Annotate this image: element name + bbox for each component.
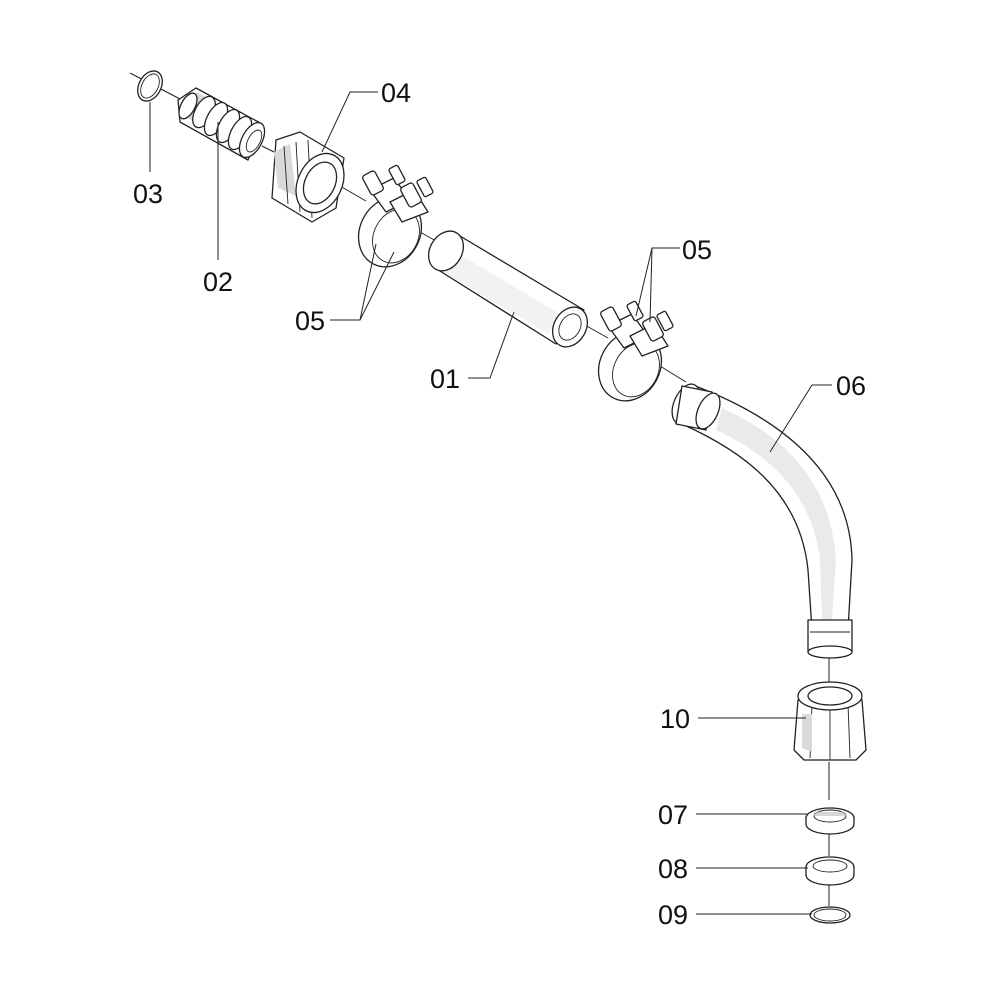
callout-02: 02 — [203, 267, 233, 297]
part-06-bent-pipe — [671, 383, 853, 659]
callout-05-upper: 05 — [295, 306, 325, 336]
part-05-hose-clamp-lower — [597, 300, 674, 402]
assembly-axis — [129, 72, 830, 906]
leader-lines — [149, 91, 832, 915]
part-04-union-nut — [271, 131, 345, 223]
callout-06: 06 — [836, 371, 866, 401]
callout-08: 08 — [658, 854, 688, 884]
callout-labels: 03 02 04 05 01 05 06 10 07 08 09 — [133, 78, 866, 930]
callout-05-lower: 05 — [682, 235, 712, 265]
part-03-o-ring — [137, 70, 163, 102]
part-07-insert-ring — [805, 807, 855, 835]
part-01-hose — [427, 230, 589, 348]
callout-03: 03 — [133, 179, 163, 209]
callout-07: 07 — [658, 800, 688, 830]
part-10-union-nut — [793, 681, 867, 761]
callout-10: 10 — [660, 704, 690, 734]
callout-01: 01 — [430, 364, 460, 394]
callout-09: 09 — [658, 900, 688, 930]
part-05-hose-clamp-upper — [357, 164, 434, 268]
callout-04: 04 — [381, 78, 411, 108]
part-02-hose-nipple — [177, 87, 266, 161]
part-08-clamp-ring — [805, 856, 855, 886]
part-09-o-ring — [809, 906, 851, 924]
